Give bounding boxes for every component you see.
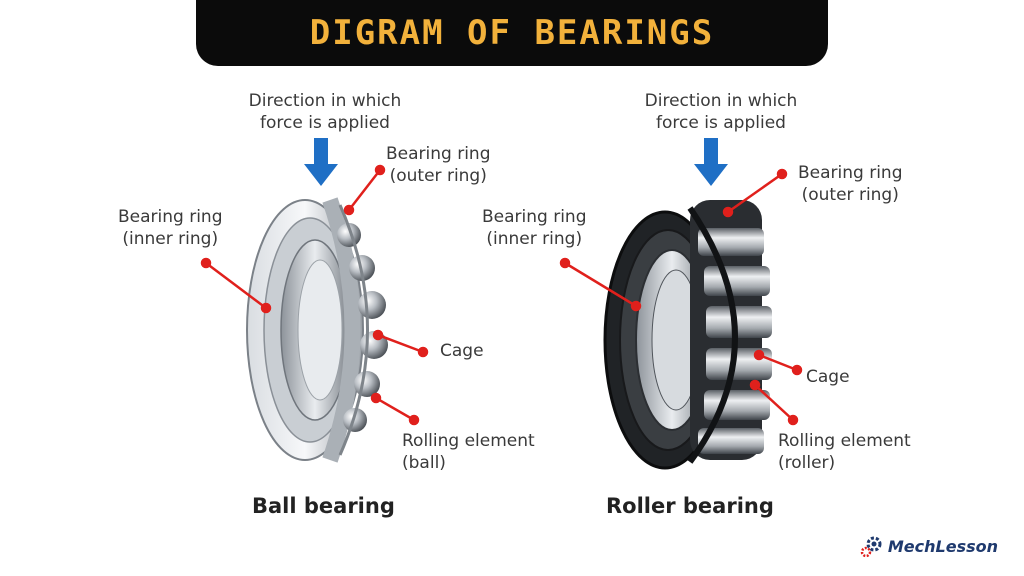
right-rolling-line1: Rolling element (778, 431, 911, 451)
force-arrow-right (694, 138, 728, 186)
right-inner-ring-line1: Bearing ring (482, 207, 587, 227)
right-cage-label: Cage (806, 367, 850, 387)
title-banner: DIGRAM OF BEARINGS (196, 0, 828, 66)
pointer-lines-right (559, 168, 803, 426)
left-inner-ring-label: Bearing ring (inner ring) (118, 206, 223, 250)
left-force-text: Direction in which force is applied (248, 91, 402, 133)
left-rolling-label: Rolling element (ball) (402, 430, 535, 474)
gear-icon (860, 534, 884, 558)
left-cage-label: Cage (440, 341, 484, 361)
left-inner-ring-line1: Bearing ring (118, 207, 223, 227)
right-force-label: Direction in which force is applied (626, 90, 816, 134)
left-force-label: Direction in which force is applied (230, 90, 420, 134)
roller-bearing-graphic (603, 200, 772, 470)
right-force-text: Direction in which force is applied (644, 91, 798, 133)
left-rolling-line2: (ball) (402, 453, 446, 473)
left-outer-ring-line1: Bearing ring (386, 144, 491, 164)
left-outer-ring-line2: (outer ring) (389, 166, 487, 186)
pointer-lines-left (200, 164, 429, 426)
ball-bearing-graphic (246, 197, 388, 463)
diagram-title: DIGRAM OF BEARINGS (309, 13, 715, 53)
right-rolling-line2: (roller) (778, 453, 836, 473)
right-inner-ring-line2: (inner ring) (486, 229, 583, 249)
right-inner-ring-label: Bearing ring (inner ring) (482, 206, 587, 250)
brand-logo: MechLesson (860, 534, 998, 558)
left-outer-ring-label: Bearing ring (outer ring) (386, 143, 491, 187)
right-outer-ring-line2: (outer ring) (801, 185, 899, 205)
left-rolling-line1: Rolling element (402, 431, 535, 451)
roller-bearing-caption: Roller bearing (606, 494, 774, 518)
force-arrow-left (304, 138, 338, 186)
right-rolling-label: Rolling element (roller) (778, 430, 911, 474)
left-inner-ring-line2: (inner ring) (122, 229, 219, 249)
right-outer-ring-line1: Bearing ring (798, 163, 903, 183)
brand-name: MechLesson (887, 536, 998, 556)
right-outer-ring-label: Bearing ring (outer ring) (798, 162, 903, 206)
ball-bearing-caption: Ball bearing (252, 494, 395, 518)
